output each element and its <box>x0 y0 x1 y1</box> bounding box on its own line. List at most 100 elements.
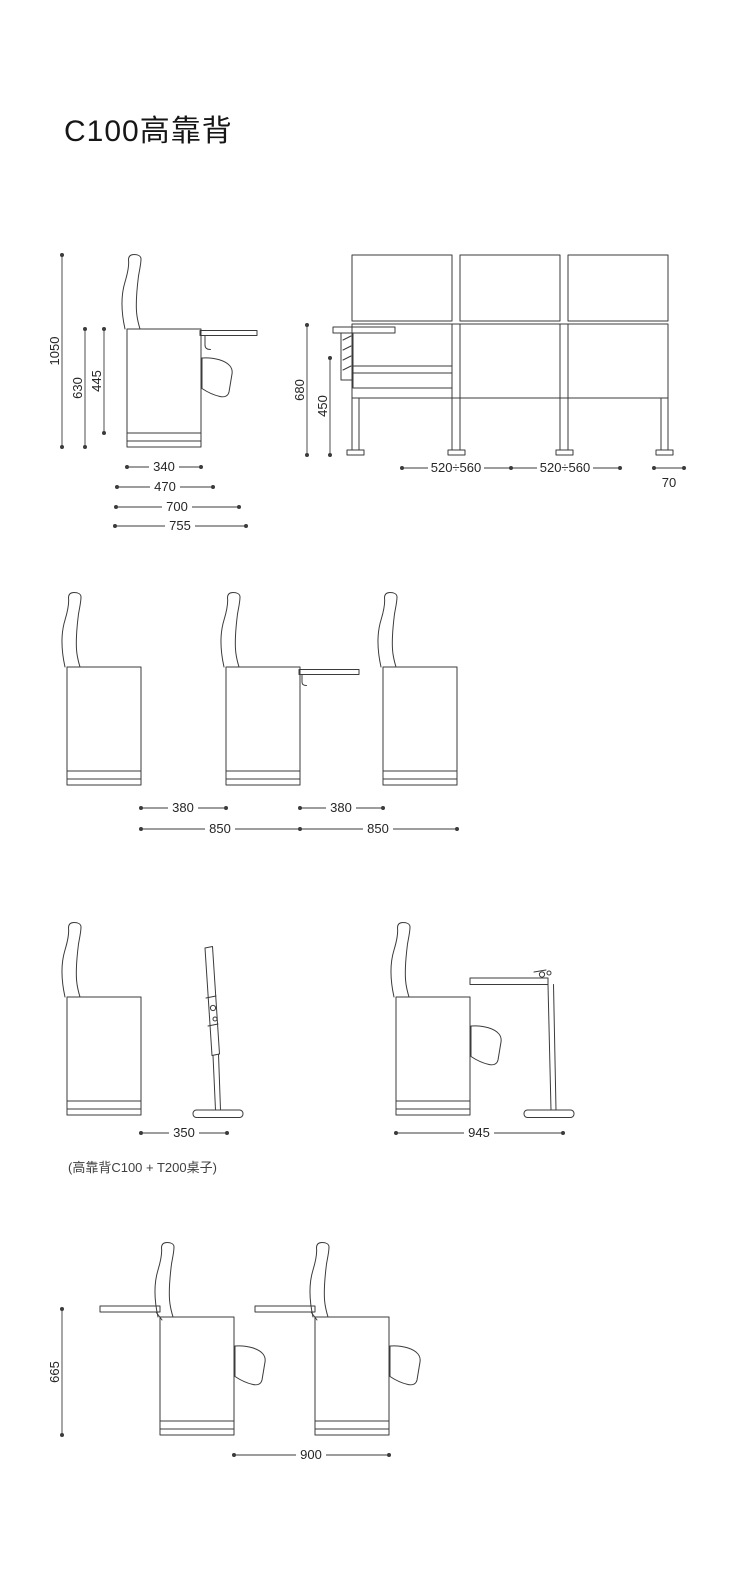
front-row-chair <box>154 1242 266 1436</box>
armrest-post <box>451 323 461 399</box>
hinge-knob <box>538 971 546 978</box>
chair-outline <box>121 254 202 448</box>
chair-with-open-table <box>390 922 502 1116</box>
leg <box>351 397 360 451</box>
seat-cushion-edge <box>352 365 453 389</box>
dim-label-850-b: 850 <box>367 821 389 836</box>
spacing-chair-b-with-tablet <box>220 592 360 786</box>
seat-spacing-side-view: 380 380 850 850 <box>61 592 459 836</box>
hinge-knob <box>212 1016 218 1022</box>
folded-seat-cushion <box>470 1025 502 1066</box>
chair-outline <box>377 592 458 786</box>
front-view-drawing <box>332 254 674 456</box>
dim-gap-a: 380 <box>139 800 228 815</box>
dim-label-945: 945 <box>468 1125 490 1140</box>
folded-seat-cushion <box>234 1345 266 1386</box>
dim-back-height: 630 <box>70 327 87 449</box>
dim-row-pitch-a: 850 <box>139 821 302 836</box>
dim-front-seat-height: 450 <box>315 356 332 457</box>
foot <box>447 449 466 456</box>
dim-seat-depth-340: 340 <box>125 459 203 474</box>
dim-seat-pitch-a: 520÷560 <box>400 460 513 475</box>
page-title: C100高靠背 <box>64 115 233 148</box>
open-table-side-view: 945 <box>390 922 575 1140</box>
dim-label-850-a: 850 <box>209 821 231 836</box>
backrest-b <box>459 254 561 322</box>
table-strut <box>155 1311 163 1321</box>
dim-label-755: 755 <box>169 518 191 533</box>
dim-label-700: 700 <box>166 499 188 514</box>
tablet-bracket <box>204 335 211 350</box>
dim-label-380-b: 380 <box>330 800 352 815</box>
folded-seat-cushion <box>201 357 233 398</box>
dim-front-height: 680 <box>292 323 309 457</box>
dim-label-350: 350 <box>173 1125 195 1140</box>
chair-outline <box>390 922 471 1116</box>
back-mounted-table-view: 665 900 <box>47 1242 421 1462</box>
folded-tabletop <box>204 946 220 1056</box>
dim-depth-755: 755 <box>113 518 248 533</box>
extended-tablet <box>298 669 360 675</box>
dim-seat-height: 445 <box>89 327 106 435</box>
chair-outline <box>154 1242 235 1436</box>
chair-outline <box>309 1242 390 1436</box>
back-tabletop <box>99 1305 161 1313</box>
folded-table-side-view: 350 <box>61 922 244 1140</box>
t200-table-open <box>469 969 575 1118</box>
figure-caption: (高靠背C100 + T200桌子) <box>68 1160 217 1175</box>
dim-label-pitch-b: 520÷560 <box>540 460 591 475</box>
dim-row-pitch-b: 850 <box>300 821 459 836</box>
table-base <box>523 1109 575 1118</box>
rear-row-chair <box>309 1242 421 1436</box>
table-post <box>212 1053 221 1111</box>
three-seat-front-view: 680 450 520÷560 520÷560 <box>292 254 686 490</box>
foot <box>555 449 574 456</box>
hinge-knob <box>546 970 552 976</box>
back-table-a <box>99 1305 163 1321</box>
back-table-b <box>254 1305 318 1321</box>
dim-label-380-a: 380 <box>172 800 194 815</box>
dim-label-680: 680 <box>292 379 307 401</box>
backrest-a <box>351 254 453 322</box>
table-strut <box>310 1311 318 1321</box>
foot <box>655 449 674 456</box>
dim-label-pitch-a: 520÷560 <box>431 460 482 475</box>
dim-overall-height: 1050 <box>47 253 64 449</box>
tablet-edge <box>332 326 396 334</box>
table-base <box>192 1109 244 1118</box>
dim-table-height: 665 <box>47 1307 64 1437</box>
dim-label-1050: 1050 <box>47 337 62 366</box>
spacing-chair-a <box>61 592 142 786</box>
dim-label-470: 470 <box>154 479 176 494</box>
back-tabletop <box>254 1305 316 1313</box>
spacing-chair-c <box>377 592 458 786</box>
dim-label-900: 900 <box>300 1447 322 1462</box>
dim-label-70: 70 <box>662 475 676 490</box>
seat-panel-b <box>459 323 561 399</box>
tablet-hinge-bracket <box>340 332 354 381</box>
foot <box>346 449 365 456</box>
chair-outline <box>61 592 142 786</box>
dim-label-630: 630 <box>70 377 85 399</box>
seat-panel-c <box>567 323 669 399</box>
folded-tablet <box>199 330 258 336</box>
armrest-post <box>559 323 569 399</box>
table-post <box>547 984 557 1111</box>
leg <box>451 397 461 451</box>
t200-table-folded <box>192 946 244 1118</box>
leg <box>660 397 669 451</box>
seat-panel-a <box>351 323 453 399</box>
dim-label-665: 665 <box>47 1361 62 1383</box>
dim-armrest-width: 70 <box>652 466 686 490</box>
dim-depth-700: 700 <box>114 499 241 514</box>
dim-label-340: 340 <box>153 459 175 474</box>
dim-gap-b: 380 <box>298 800 385 815</box>
dim-depth-470: 470 <box>115 479 215 494</box>
dim-seat-pitch-b: 520÷560 <box>511 460 622 475</box>
single-seat-side-view: 1050 630 445 340 470 <box>47 253 258 533</box>
chair-outline <box>61 922 142 1116</box>
dim-open-depth: 945 <box>394 1125 565 1140</box>
dim-row-spacing-900: 900 <box>232 1447 391 1462</box>
